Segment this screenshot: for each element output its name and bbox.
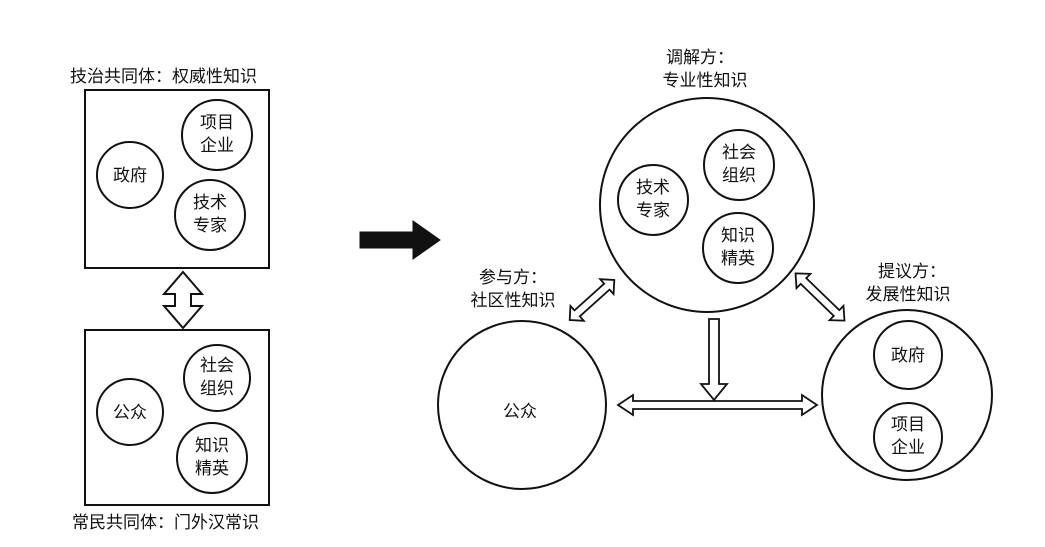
project-enterprise-line2-right: 企业 (891, 438, 925, 458)
tech-expert-circle-right (617, 164, 689, 236)
participant-caption-line2: 社区性知识 (471, 291, 556, 311)
public-circle-left (96, 378, 164, 446)
tech-expert-line2-right: 专家 (636, 201, 670, 221)
social-org-circle-right (703, 129, 775, 201)
social-org-line2-left: 组织 (200, 379, 234, 399)
social-org-line1-left: 社会 (200, 356, 234, 376)
social-org-line1-right: 社会 (722, 143, 756, 163)
social-org-line2-right: 组织 (722, 166, 756, 186)
transition-arrow (359, 220, 441, 260)
project-enterprise-circle-left (181, 99, 253, 171)
tech-expert-line1-left: 技术 (193, 193, 227, 213)
tech-expert-circle-left (174, 179, 246, 251)
mediator-caption-line1: 调解方： (666, 48, 734, 68)
mediator-participant-arrow (568, 278, 616, 322)
participant-caption-line1: 参与方： (479, 268, 547, 288)
commons-caption: 常民共同体：门外汉常识 (72, 513, 259, 533)
public-label-left: 公众 (113, 403, 147, 423)
gov-circle-left (96, 141, 164, 209)
knowledge-elite-circle-left (176, 422, 248, 494)
project-enterprise-line1-left: 项目 (200, 113, 234, 133)
gov-circle-right (873, 320, 943, 390)
proposer-caption-line2: 发展性知识 (866, 285, 951, 305)
knowledge-elite-circle-right (702, 212, 774, 284)
project-enterprise-line1-right: 项目 (891, 415, 925, 435)
social-org-circle-left (183, 344, 251, 412)
knowledge-elite-line1-right: 知识 (721, 226, 755, 246)
public-label-right: 公众 (503, 402, 537, 422)
mediator-proposer-arrow (794, 272, 846, 322)
mediator-down-arrow (699, 318, 729, 402)
project-enterprise-circle-right (873, 402, 943, 472)
proposer-caption-line1: 提议方： (878, 262, 946, 282)
knowledge-elite-line2-right: 精英 (721, 249, 755, 269)
gov-label-right: 政府 (891, 346, 925, 366)
tech-expert-line2-left: 专家 (193, 216, 227, 236)
knowledge-elite-line2-left: 精英 (195, 459, 229, 479)
tech-expert-line1-right: 技术 (636, 178, 670, 198)
knowledge-elite-line1-left: 知识 (195, 436, 229, 456)
vertical-double-arrow (161, 270, 205, 330)
participant-circle (437, 320, 607, 490)
gov-label-left: 政府 (113, 166, 147, 186)
commons-box (84, 329, 270, 506)
participant-proposer-arrow (616, 393, 819, 417)
mediator-circle (599, 97, 815, 313)
proposer-circle (821, 309, 993, 481)
project-enterprise-line2-left: 企业 (200, 136, 234, 156)
mediator-caption-line2: 专业性知识 (663, 71, 748, 91)
technocracy-box (84, 89, 270, 269)
technocracy-caption: 技治共同体：权威性知识 (70, 67, 257, 87)
